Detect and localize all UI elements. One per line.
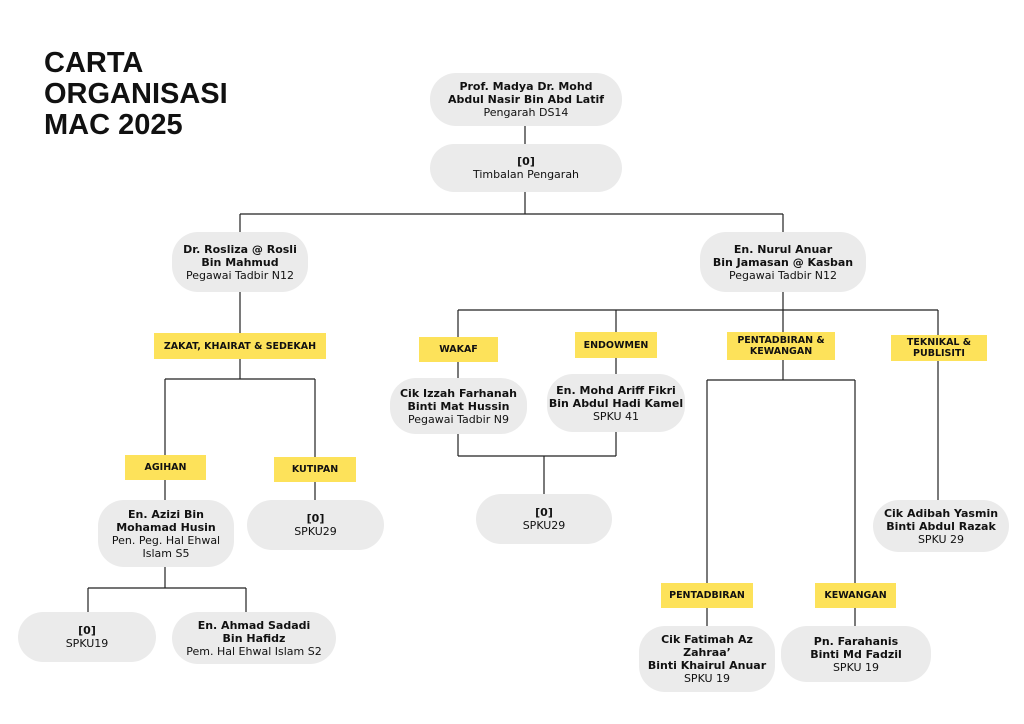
node-teknikal-staff: Cik Adibah Yasmin Binti Abdul Razak SPKU… [873,500,1009,552]
node-role: Pegawai Tadbir N9 [408,412,509,426]
label-endowmen: ENDOWMEN [575,332,657,358]
title-line-1: CARTA [44,47,144,79]
node-role: SPKU 19 [832,660,880,674]
node-role: Pegawai Tadbir N12 [729,268,837,282]
node-agihan-sub-1: [0] SPKU19 [18,612,156,662]
node-agihan-sub-2: En. Ahmad Sadadi Bin Hafidz Pem. Hal Ehw… [172,612,336,664]
node-name: [0] [535,506,553,519]
node-officer-right: En. Nurul Anuar Bin Jamasan @ Kasban Peg… [700,232,866,292]
node-role: Pem. Hal Ehwal Islam S2 [186,644,322,658]
title-line-2: ORGANISASI [44,78,228,110]
node-name: En. Ahmad Sadadi Bin Hafidz [197,618,311,645]
node-endowmen-staff: En. Mohd Ariff Fikri Bin Abdul Hadi Kame… [547,374,685,432]
node-name: En. Azizi Bin Mohamad Husin [116,507,216,534]
chart-title: CARTA ORGANISASI MAC 2025 [44,48,228,141]
label-teknikal: TEKNIKAL & PUBLISITI [891,335,987,361]
label-kutipan: KUTIPAN [274,457,356,482]
node-wakaf-endowmen-sub: [0] SPKU29 [476,494,612,544]
node-officer-left: Dr. Rosliza @ Rosli Bin Mahmud Pegawai T… [172,232,308,292]
node-role: SPKU 41 [592,409,640,423]
node-name: [0] [306,512,325,525]
node-director: Prof. Madya Dr. Mohd Abdul Nasir Bin Abd… [430,73,622,126]
label-zakat: ZAKAT, KHAIRAT & SEDEKAH [154,333,326,359]
node-role: SPKU 19 [683,672,731,685]
node-role: Pengarah DS14 [483,106,569,119]
node-agihan-staff: En. Azizi Bin Mohamad Husin Pen. Peg. Ha… [98,500,234,567]
title-line-3: MAC 2025 [44,109,183,141]
node-name: En. Mohd Ariff Fikri Bin Abdul Hadi Kame… [548,383,684,410]
node-role: SPKU 29 [917,532,965,546]
node-role: Pegawai Tadbir N12 [186,268,294,282]
node-kewangan-staff: Pn. Farahanis Binti Md Fadzil SPKU 19 [781,626,931,682]
node-role: SPKU29 [522,519,566,532]
label-agihan: AGIHAN [125,455,206,480]
label-wakaf: WAKAF [419,337,498,362]
node-name: Prof. Madya Dr. Mohd Abdul Nasir Bin Abd… [447,80,605,106]
node-deputy: [0] Timbalan Pengarah [430,144,622,192]
node-name: Cik Adibah Yasmin Binti Abdul Razak [883,506,999,533]
node-name: Cik Fatimah Az Zahraa’ Binti Khairul Anu… [647,633,767,672]
label-pentadbiran: PENTADBIRAN [661,583,753,608]
node-name: Pn. Farahanis Binti Md Fadzil [810,634,902,661]
node-role: Pen. Peg. Hal Ehwal Islam S5 [111,533,221,560]
node-wakaf-staff: Cik Izzah Farhanah Binti Mat Hussin Pega… [390,378,527,434]
node-name: Cik Izzah Farhanah Binti Mat Hussin [399,386,518,413]
node-role: SPKU19 [65,637,109,650]
node-role: Timbalan Pengarah [472,168,580,181]
label-pentadbiran-kewangan: PENTADBIRAN & KEWANGAN [727,332,835,360]
node-pentadbiran-staff: Cik Fatimah Az Zahraa’ Binti Khairul Anu… [639,626,775,692]
node-name: [0] [78,624,96,637]
node-name: [0] [517,155,535,168]
node-name: Dr. Rosliza @ Rosli Bin Mahmud [183,242,297,269]
node-role: SPKU29 [294,525,337,538]
node-name: En. Nurul Anuar Bin Jamasan @ Kasban [712,242,854,269]
label-kewangan: KEWANGAN [815,583,896,608]
node-kutipan-staff: [0] SPKU29 [247,500,384,550]
